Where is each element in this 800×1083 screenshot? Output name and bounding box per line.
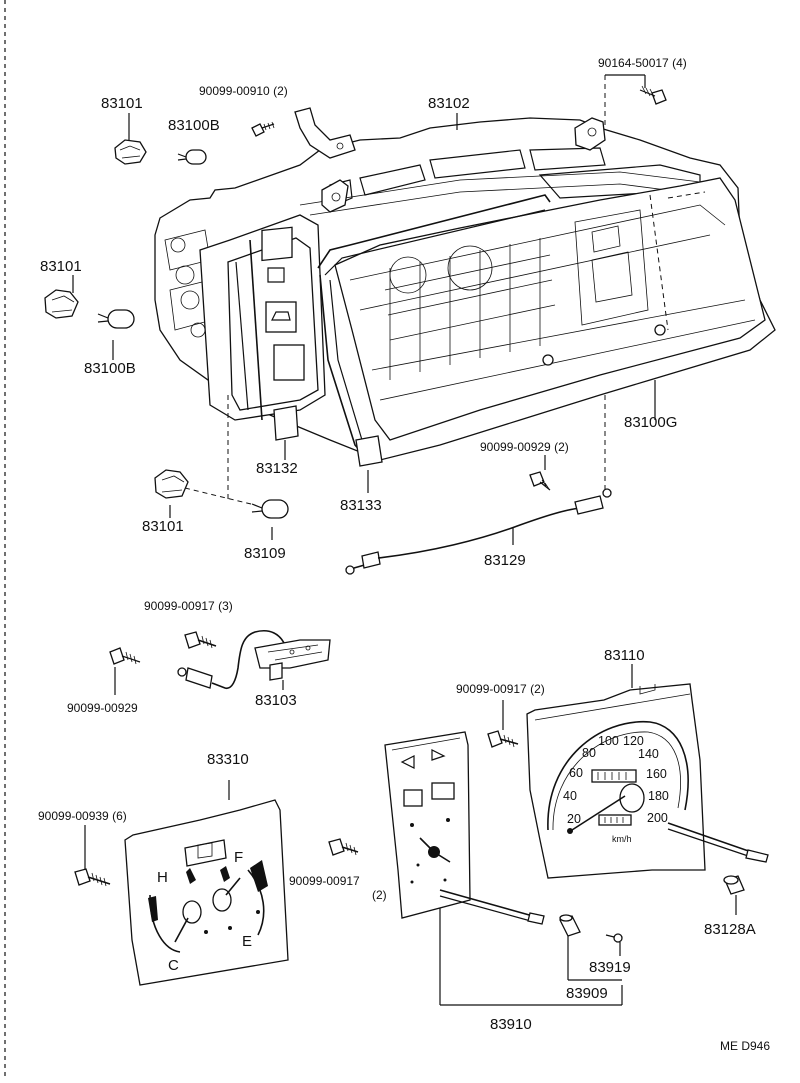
knob-83909[interactable] — [559, 914, 622, 981]
bulb-socket-83101-a[interactable] — [114, 139, 147, 165]
part-label: 90099-00939 (6) — [38, 809, 127, 823]
part-label: 83103 — [255, 692, 297, 709]
screw-83919[interactable] — [605, 933, 623, 956]
screw-90099-00917-a[interactable] — [184, 631, 217, 649]
speed-mark: 60 — [569, 766, 583, 780]
callout-lines-top — [72, 74, 656, 540]
indicator-panel-83132[interactable] — [199, 214, 326, 441]
speed-mark: 140 — [638, 747, 659, 761]
bulb-83100b-a[interactable] — [177, 149, 207, 165]
gauge-letter-h: H — [157, 869, 168, 886]
part-label: 83100G — [624, 414, 677, 431]
part-label: 83102 — [428, 95, 470, 112]
screw-90099-00917-c[interactable] — [328, 838, 359, 856]
gauge-letter-c: C — [168, 957, 179, 974]
diagram-code: ME D946 — [720, 1039, 770, 1053]
speed-mark: 120 — [623, 734, 644, 748]
cable-83129[interactable] — [345, 488, 612, 575]
part-label: 90099-00917 — [289, 874, 360, 888]
part-label: 90099-00917 (2) — [456, 682, 545, 696]
part-label: 83101 — [101, 95, 143, 112]
lens-frame-83133[interactable] — [317, 194, 551, 467]
cap-83128a[interactable] — [723, 875, 745, 915]
part-labels: 83101 90099-00910 (2) 83100B 83102 90164… — [38, 56, 770, 1053]
speed-mark: 100 — [598, 734, 619, 748]
screw-90099-00910[interactable] — [251, 121, 275, 137]
bulb-socket-83101-c[interactable] — [154, 469, 189, 499]
part-label: 90099-00917 (3) — [144, 599, 233, 613]
speed-mark: 160 — [646, 767, 667, 781]
part-label: 83100B — [84, 360, 136, 377]
part-label: 83909 — [566, 985, 608, 1002]
speedometer-83110[interactable] — [526, 664, 769, 879]
bulb-83109[interactable] — [251, 499, 289, 519]
part-label: 90099-00929 — [67, 701, 138, 715]
part-label: 83133 — [340, 497, 382, 514]
gauge-letters: H C F E — [157, 849, 252, 974]
part-label: 83132 — [256, 460, 298, 477]
speed-unit: km/h — [612, 834, 632, 844]
part-label: 90099-00929 (2) — [480, 440, 569, 454]
screw-90099-00929-b[interactable] — [109, 647, 141, 695]
part-label: (2) — [372, 888, 387, 902]
bulb-83100b-b[interactable] — [97, 309, 135, 329]
part-label: 83100B — [168, 117, 220, 134]
part-label: 83910 — [490, 1016, 532, 1033]
part-label: 90164-50017 (4) — [598, 56, 687, 70]
speed-mark: 200 — [647, 811, 668, 825]
speedometer-scale: 20 40 60 80 100 120 140 160 180 200 km/h — [563, 734, 669, 844]
speed-mark: 20 — [567, 812, 581, 826]
clock-83910[interactable] — [384, 731, 623, 1006]
screw-90164-50017[interactable] — [639, 85, 667, 105]
part-label: 83128A — [704, 921, 756, 938]
screw-90099-00929-a[interactable] — [529, 471, 551, 491]
part-label: 83110 — [604, 647, 645, 664]
part-label: 83919 — [589, 959, 631, 976]
part-label: 83101 — [40, 258, 82, 275]
part-label: 83310 — [207, 751, 249, 768]
part-label: 90099-00910 (2) — [199, 84, 288, 98]
speed-mark: 40 — [563, 789, 577, 803]
part-label: 83109 — [244, 545, 286, 562]
mounting-bracket[interactable] — [294, 107, 356, 159]
combination-gauge-83310[interactable] — [124, 780, 289, 986]
screw-90099-00917-b[interactable] — [487, 700, 519, 748]
screw-90099-00939[interactable] — [74, 825, 111, 887]
sender-cable-83103[interactable] — [177, 629, 331, 690]
bulb-socket-83101-b[interactable] — [44, 289, 79, 319]
gauge-letter-f: F — [234, 849, 243, 866]
gauge-letter-e: E — [242, 933, 252, 950]
speed-mark: 180 — [648, 789, 669, 803]
speed-mark: 80 — [582, 746, 596, 760]
part-label: 83129 — [484, 552, 526, 569]
part-label: 83101 — [142, 518, 184, 535]
